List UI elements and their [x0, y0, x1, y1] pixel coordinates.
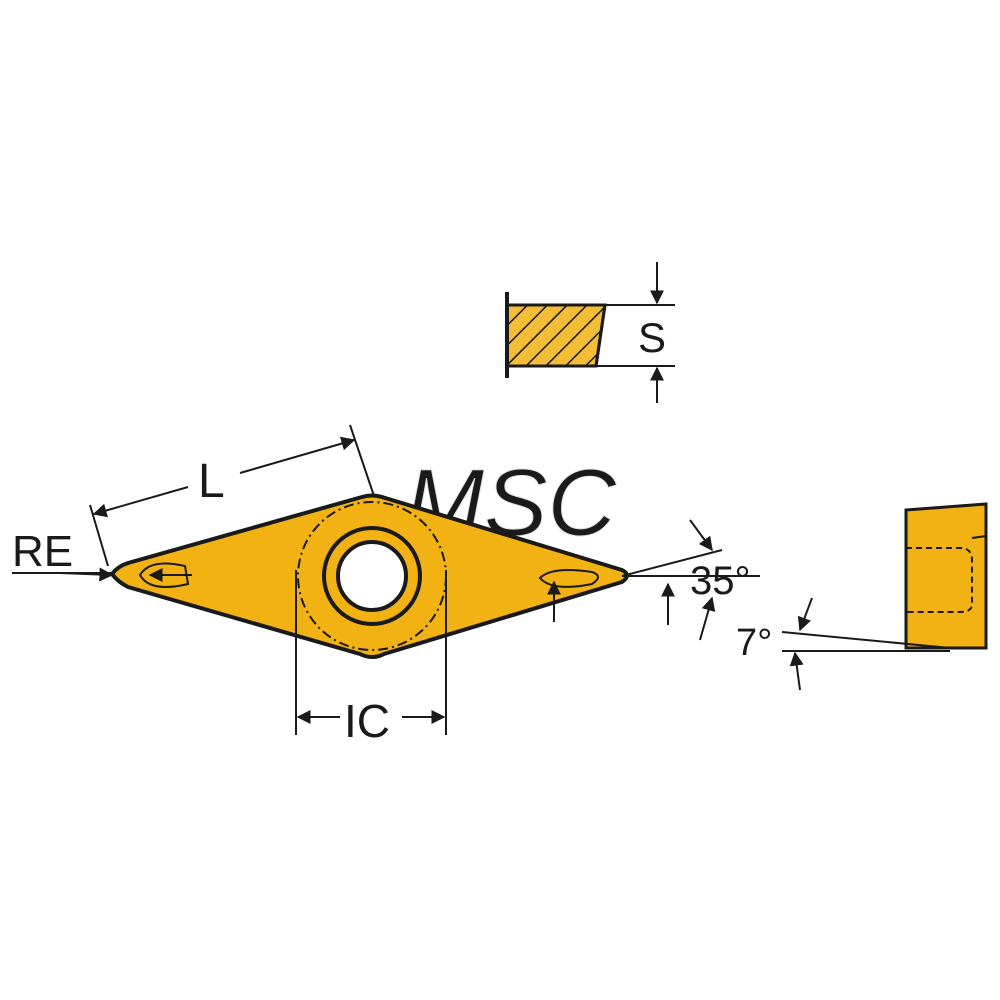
corner-radius-dimension: RE	[12, 527, 192, 582]
clearance-angle-label: 7°	[736, 622, 772, 664]
insert-side-view	[904, 502, 988, 650]
insert-section-view	[505, 292, 607, 378]
thickness-dimension: S	[596, 262, 675, 403]
point-angle-dimension: 35°	[547, 519, 760, 641]
length-label: L	[198, 455, 225, 508]
ic-label: IC	[344, 695, 390, 747]
ic-dimension: IC	[295, 570, 447, 747]
clearance-angle-dimension: 7°	[736, 597, 951, 691]
point-angle-label: 35°	[690, 559, 751, 603]
corner-radius-label: RE	[12, 527, 73, 576]
length-dimension: L	[89, 424, 375, 567]
center-hole	[336, 540, 408, 612]
right-corner-pocket	[538, 569, 599, 588]
insert-top-view	[110, 493, 629, 659]
thickness-label: S	[638, 314, 666, 361]
side-body	[904, 502, 988, 650]
